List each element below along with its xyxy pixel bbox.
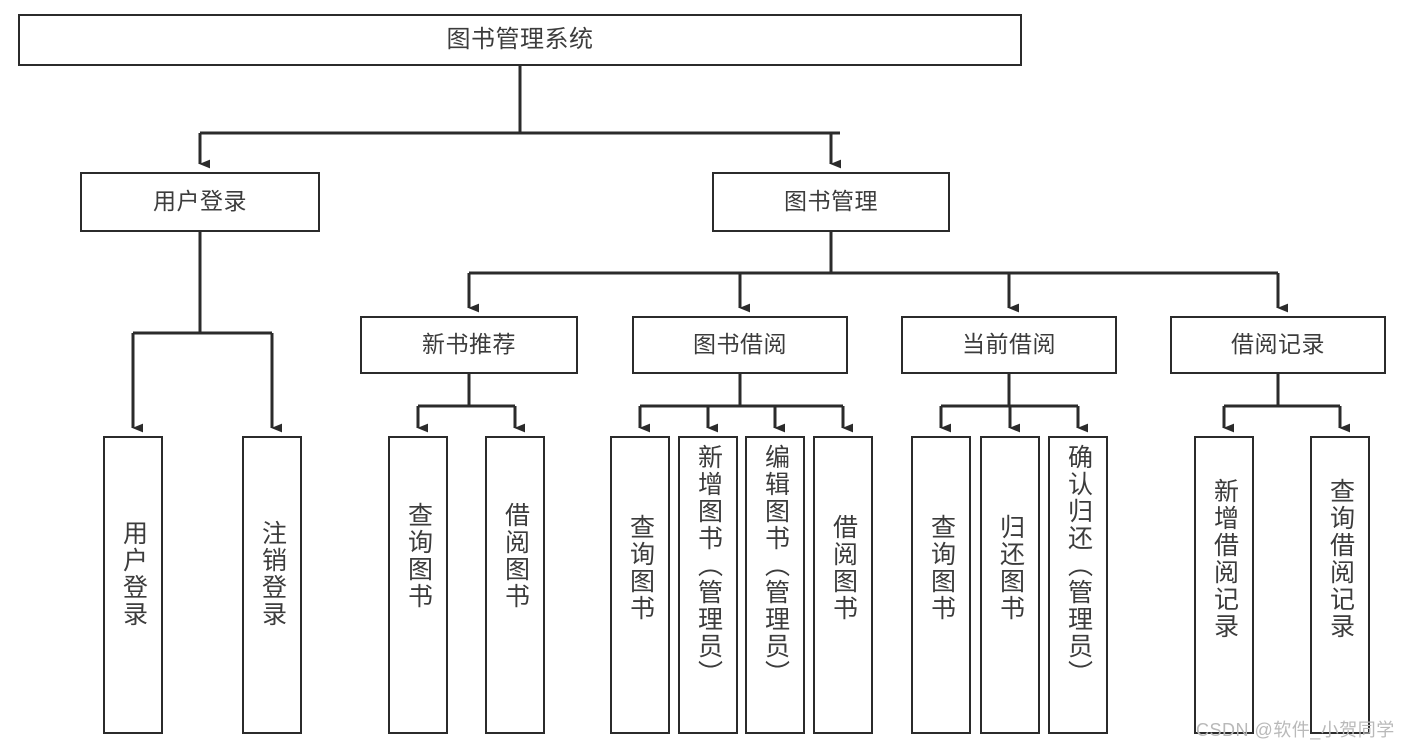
- node-leaf-user-login[interactable]: 用户登录: [103, 436, 163, 734]
- node-leaf-return-book[interactable]: 归还图书: [980, 436, 1040, 734]
- node-current-borrow-label: 当前借阅: [962, 331, 1056, 358]
- node-leaf-add-record[interactable]: 新增借阅记录: [1194, 436, 1254, 734]
- node-user-login-label: 用户登录: [153, 188, 247, 215]
- node-leaf-logout[interactable]: 注销登录: [242, 436, 302, 734]
- node-leaf-query-record[interactable]: 查询借阅记录: [1310, 436, 1370, 734]
- node-leaf-borrow-book-1[interactable]: 借阅图书: [485, 436, 545, 734]
- node-leaf-edit-book[interactable]: 编辑图书（管理员）: [745, 436, 805, 734]
- node-new-book-recommend[interactable]: 新书推荐: [360, 316, 578, 374]
- node-leaf-query-record-label: 查询借阅记录: [1326, 478, 1355, 640]
- node-new-book-recommend-label: 新书推荐: [422, 331, 516, 358]
- node-leaf-confirm-return[interactable]: 确认归还（管理员）: [1048, 436, 1108, 734]
- node-root-label: 图书管理系统: [446, 25, 594, 53]
- node-user-login[interactable]: 用户登录: [80, 172, 320, 232]
- node-leaf-user-login-label: 用户登录: [119, 520, 148, 628]
- node-current-borrow[interactable]: 当前借阅: [901, 316, 1117, 374]
- node-leaf-query-book-1-label: 查询图书: [404, 502, 433, 610]
- node-leaf-confirm-return-label: 确认归还（管理员）: [1064, 444, 1093, 687]
- node-book-manage[interactable]: 图书管理: [712, 172, 950, 232]
- node-leaf-add-book[interactable]: 新增图书（管理员）: [678, 436, 738, 734]
- node-leaf-query-book-3[interactable]: 查询图书: [911, 436, 971, 734]
- node-leaf-logout-label: 注销登录: [258, 520, 287, 628]
- node-root[interactable]: 图书管理系统: [18, 14, 1022, 66]
- node-leaf-borrow-book-1-label: 借阅图书: [501, 502, 530, 610]
- node-leaf-query-book-2[interactable]: 查询图书: [610, 436, 670, 734]
- csdn-watermark: CSDN @软件_小贺同学: [1196, 720, 1395, 740]
- node-leaf-return-book-label: 归还图书: [996, 514, 1025, 622]
- node-leaf-query-book-2-label: 查询图书: [626, 514, 655, 622]
- node-borrow-record[interactable]: 借阅记录: [1170, 316, 1386, 374]
- node-book-borrow-label: 图书借阅: [693, 331, 787, 358]
- node-book-borrow[interactable]: 图书借阅: [632, 316, 848, 374]
- node-borrow-record-label: 借阅记录: [1231, 331, 1325, 358]
- node-leaf-query-book-3-label: 查询图书: [927, 514, 956, 622]
- node-leaf-query-book-1[interactable]: 查询图书: [388, 436, 448, 734]
- node-leaf-borrow-book-2[interactable]: 借阅图书: [813, 436, 873, 734]
- node-leaf-edit-book-label: 编辑图书（管理员）: [761, 444, 790, 687]
- node-leaf-add-book-label: 新增图书（管理员）: [694, 444, 723, 687]
- node-leaf-borrow-book-2-label: 借阅图书: [829, 514, 858, 622]
- node-book-manage-label: 图书管理: [784, 188, 878, 215]
- node-leaf-add-record-label: 新增借阅记录: [1210, 478, 1239, 640]
